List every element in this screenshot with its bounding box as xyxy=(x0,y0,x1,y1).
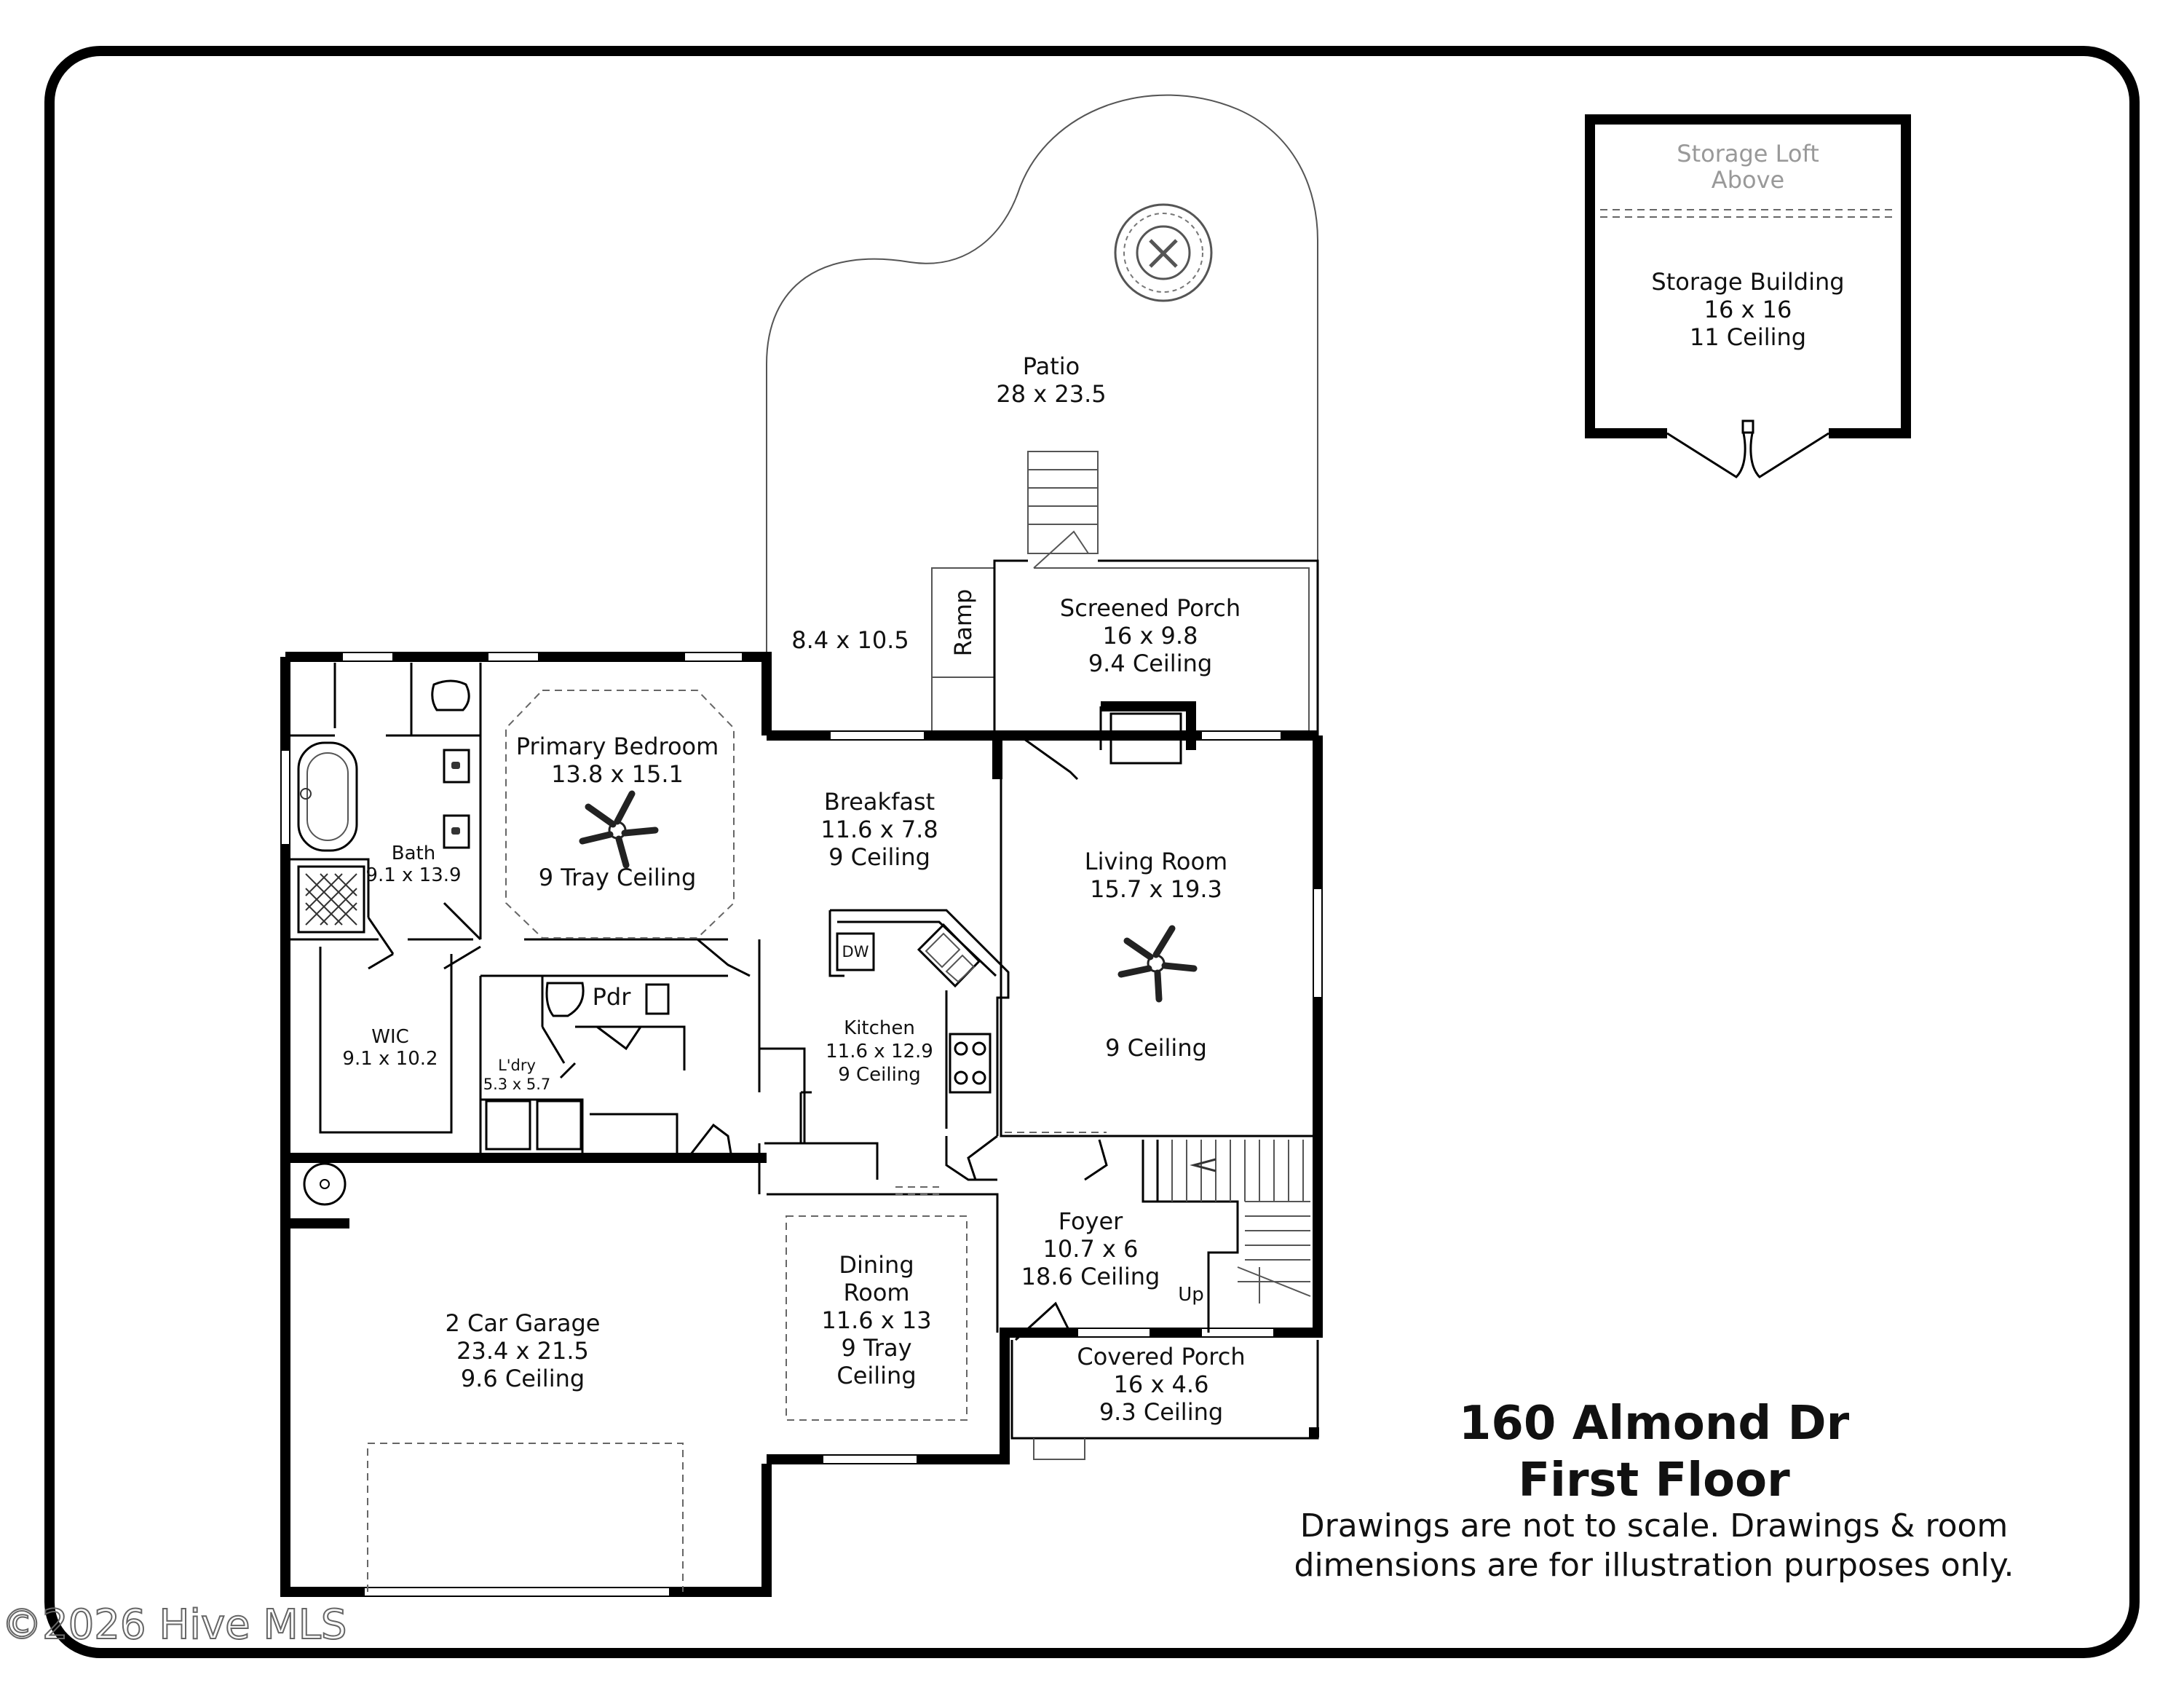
windows xyxy=(280,652,1323,1597)
patio-dims: 28 x 23.5 xyxy=(996,380,1106,408)
floor-title: First Floor xyxy=(1518,1454,1790,1507)
storage-building-ceiling: 11 Ceiling xyxy=(1690,323,1806,351)
patio-steps xyxy=(1027,451,1099,554)
dining-room-line2: Room xyxy=(843,1279,909,1306)
laundry-name: L'dry xyxy=(498,1057,536,1074)
breakfast: Breakfast 11.6 x 7.8 9 Ceiling xyxy=(820,735,1002,871)
living-room-name: Living Room xyxy=(1085,848,1227,875)
wic-name: WIC xyxy=(371,1026,409,1048)
primary-bedroom-name: Primary Bedroom xyxy=(516,733,719,760)
foyer-dims: 10.7 x 6 xyxy=(1043,1235,1139,1263)
garage-dims: 23.4 x 21.5 xyxy=(456,1337,589,1365)
covered-porch-name: Covered Porch xyxy=(1077,1343,1245,1370)
dining-room-ceiling2: Ceiling xyxy=(836,1362,916,1389)
kitchen: DW Kitchen 11.6 x 12.9 9 Ceiling xyxy=(759,909,1010,1195)
ramp-label: Ramp xyxy=(949,589,977,657)
dishwasher-label: DW xyxy=(842,943,869,961)
breakfast-dims: 11.6 x 7.8 xyxy=(820,816,938,843)
breakfast-ceiling: 9 Ceiling xyxy=(828,843,930,871)
stove-icon xyxy=(949,1033,992,1094)
watermark: ©2026 Hive MLS xyxy=(1,1601,347,1649)
breakfast-name: Breakfast xyxy=(824,788,935,816)
patio: Patio 28 x 23.5 8.4 x 10.5 xyxy=(766,94,1318,735)
wic: WIC 9.1 x 10.2 xyxy=(319,947,453,1134)
garage-ceiling: 9.6 Ceiling xyxy=(461,1365,585,1392)
kitchen-dims: 11.6 x 12.9 xyxy=(826,1041,933,1062)
ceiling-fan-icon xyxy=(1117,925,1198,1003)
bath: Bath 9.1 x 13.9 xyxy=(297,679,470,970)
storage-building-name: Storage Building xyxy=(1651,268,1844,296)
dining-room-line1: Dining xyxy=(839,1251,914,1279)
garage: 2 Car Garage 23.4 x 21.5 9.6 Ceiling xyxy=(285,1123,767,1592)
screened-porch: Screened Porch 16 x 9.8 9.4 Ceiling xyxy=(993,530,1319,735)
kitchen-name: Kitchen xyxy=(844,1017,915,1039)
bath-dims: 9.1 x 13.9 xyxy=(365,864,461,886)
primary-bedroom: Primary Bedroom 13.8 x 15.1 9 Tray Ceili… xyxy=(443,690,751,977)
screened-porch-dims: 16 x 9.8 xyxy=(1103,622,1198,650)
laundry: L'dry 5.3 x 5.7 xyxy=(483,1026,582,1151)
dining-room: Dining Room 11.6 x 13 9 Tray Ceiling xyxy=(786,1215,968,1421)
storage-loft-line2: Above xyxy=(1712,166,1784,194)
ramp: Ramp xyxy=(931,567,995,735)
screened-porch-ceiling: 9.4 Ceiling xyxy=(1088,650,1212,677)
storage-loft-line1: Storage Loft xyxy=(1677,140,1819,167)
living-room: Living Room 15.7 x 19.3 9 Ceiling xyxy=(1005,701,1227,1133)
living-room-ceiling: 9 Ceiling xyxy=(1105,1034,1207,1062)
storage-building-dims: 16 x 16 xyxy=(1704,296,1792,323)
address-title: 160 Almond Dr xyxy=(1459,1397,1850,1451)
ceiling-fan-icon xyxy=(579,790,659,869)
kitchen-ceiling: 9 Ceiling xyxy=(838,1064,921,1086)
foyer-name: Foyer xyxy=(1059,1207,1123,1235)
fire-pit-icon xyxy=(1114,203,1213,302)
storage-building: Storage Loft Above Storage Building 16 x… xyxy=(1585,114,1911,478)
bath-name: Bath xyxy=(392,843,435,864)
stairs-up-label: Up xyxy=(1178,1284,1204,1306)
disclaimer-line-2: dimensions are for illustration purposes… xyxy=(1294,1547,2014,1584)
screened-porch-name: Screened Porch xyxy=(1060,594,1241,622)
garage-name: 2 Car Garage xyxy=(446,1309,601,1337)
primary-bedroom-dims: 13.8 x 15.1 xyxy=(551,760,684,788)
disclaimer-line-1: Drawings are not to scale. Drawings & ro… xyxy=(1300,1507,2009,1545)
primary-bedroom-ceiling: 9 Tray Ceiling xyxy=(539,864,697,891)
dining-room-ceiling1: 9 Tray xyxy=(841,1334,911,1362)
laundry-dims: 5.3 x 5.7 xyxy=(483,1076,551,1093)
patio-name: Patio xyxy=(1023,352,1080,380)
pdr: Pdr xyxy=(545,982,670,1051)
pdr-name: Pdr xyxy=(593,983,632,1011)
dining-room-dims: 11.6 x 13 xyxy=(821,1306,931,1334)
living-room-dims: 15.7 x 19.3 xyxy=(1090,875,1222,903)
foyer: Foyer 10.7 x 6 18.6 Ceiling Up xyxy=(1014,1139,1311,1341)
wic-dims: 9.1 x 10.2 xyxy=(342,1048,438,1070)
covered-porch: Covered Porch 16 x 4.6 9.3 Ceiling xyxy=(1010,1340,1319,1460)
title-block: 160 Almond Dr First Floor Drawings are n… xyxy=(1294,1397,2014,1584)
foyer-ceiling: 18.6 Ceiling xyxy=(1021,1263,1160,1290)
covered-porch-ceiling: 9.3 Ceiling xyxy=(1099,1398,1223,1426)
sink-icon xyxy=(917,923,981,988)
covered-porch-dims: 16 x 4.6 xyxy=(1114,1370,1209,1398)
patio-side-dims: 8.4 x 10.5 xyxy=(791,626,909,654)
page-frame xyxy=(44,46,2140,1658)
